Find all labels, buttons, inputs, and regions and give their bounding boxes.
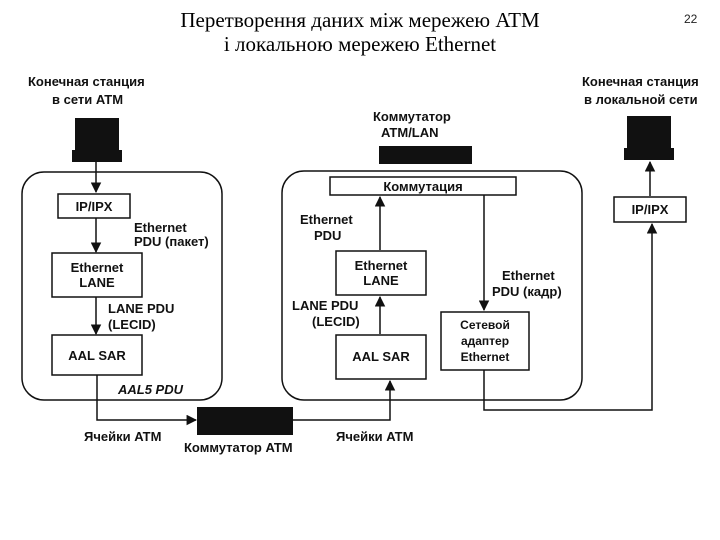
adapter-label-3: Ethernet [461, 350, 510, 364]
arrow-adapter-to-lan-station [483, 222, 658, 411]
switch-aal-box [335, 334, 427, 380]
switch-lane-pdu-label-1: LANE PDU [292, 298, 358, 313]
cells-right-label: Ячейки ATM [336, 429, 413, 444]
lan-ip-box [613, 196, 687, 223]
lan-station-computer-icon [624, 116, 674, 160]
switch-eth-frame-label-2: PDU (кадр) [492, 284, 562, 299]
switch-lan-caption-1: Коммутатор [373, 109, 451, 124]
atm-eth-pdu-label-2: PDU (пакет) [134, 234, 209, 249]
ethernet-adapter-box [440, 311, 530, 371]
switch-eth-pdu-label-2: PDU [314, 228, 341, 243]
arrow-atm-switch-to-lan-aal [293, 379, 396, 421]
atm-switch-label: Коммутатор ATM [184, 440, 293, 455]
adapter-label-2: адаптер [461, 334, 509, 348]
lan-ip-label: IP/IPX [632, 202, 669, 217]
aal5-pdu-label: AAL5 PDU [117, 382, 184, 397]
lan-station-caption-2: в локальной сети [584, 92, 698, 107]
atm-lane-pdu-label-2: (LECID) [108, 317, 156, 332]
atm-station-caption-1: Конечная станция [28, 74, 145, 89]
lan-station-caption-1: Конечная станция [582, 74, 699, 89]
switch-lan-caption-2: ATM/LAN [381, 125, 439, 140]
switch-lane-box [335, 250, 427, 296]
switch-lane-pdu-label-2: (LECID) [312, 314, 360, 329]
switch-lane-label-1: Ethernet [355, 258, 408, 273]
atm-eth-pdu-label-1: Ethernet [134, 220, 187, 235]
switch-lane-label-2: LANE [363, 273, 399, 288]
switch-lan-block [379, 146, 472, 164]
switching-box [329, 176, 517, 196]
cells-left-label: Ячейки ATM [84, 429, 161, 444]
atm-lane-label-1: Ethernet [71, 260, 124, 275]
atm-lane-pdu-label-1: LANE PDU [108, 301, 174, 316]
switch-eth-frame-label-1: Ethernet [502, 268, 555, 283]
title-line-2: і локальною мережею Ethernet [223, 32, 497, 56]
switch-eth-pdu-label-1: Ethernet [300, 212, 353, 227]
atm-aal-label: AAL SAR [68, 348, 126, 363]
atm-lane-box [51, 252, 143, 298]
atm-lane-label-2: LANE [79, 275, 115, 290]
arrow-aal-to-atm-switch [96, 375, 198, 426]
switching-label: Коммутация [383, 179, 462, 194]
atm-ip-box [57, 193, 131, 219]
switch-aal-label: AAL SAR [352, 349, 410, 364]
atm-switch-block [197, 407, 293, 435]
atm-station-caption-2: в сети ATM [52, 92, 123, 107]
atm-ip-label: IP/IPX [76, 199, 113, 214]
adapter-label-1: Сетевой [460, 318, 510, 332]
atm-station-container [21, 171, 223, 401]
title-line-1: Перетворення даних між мережею ATM [180, 8, 540, 32]
atm-station-computer-icon [72, 118, 122, 162]
switch-lan-container [281, 170, 583, 401]
page-number: 22 [684, 12, 698, 26]
slide-title: Перетворення даних між мережею ATM і лок… [120, 8, 600, 56]
